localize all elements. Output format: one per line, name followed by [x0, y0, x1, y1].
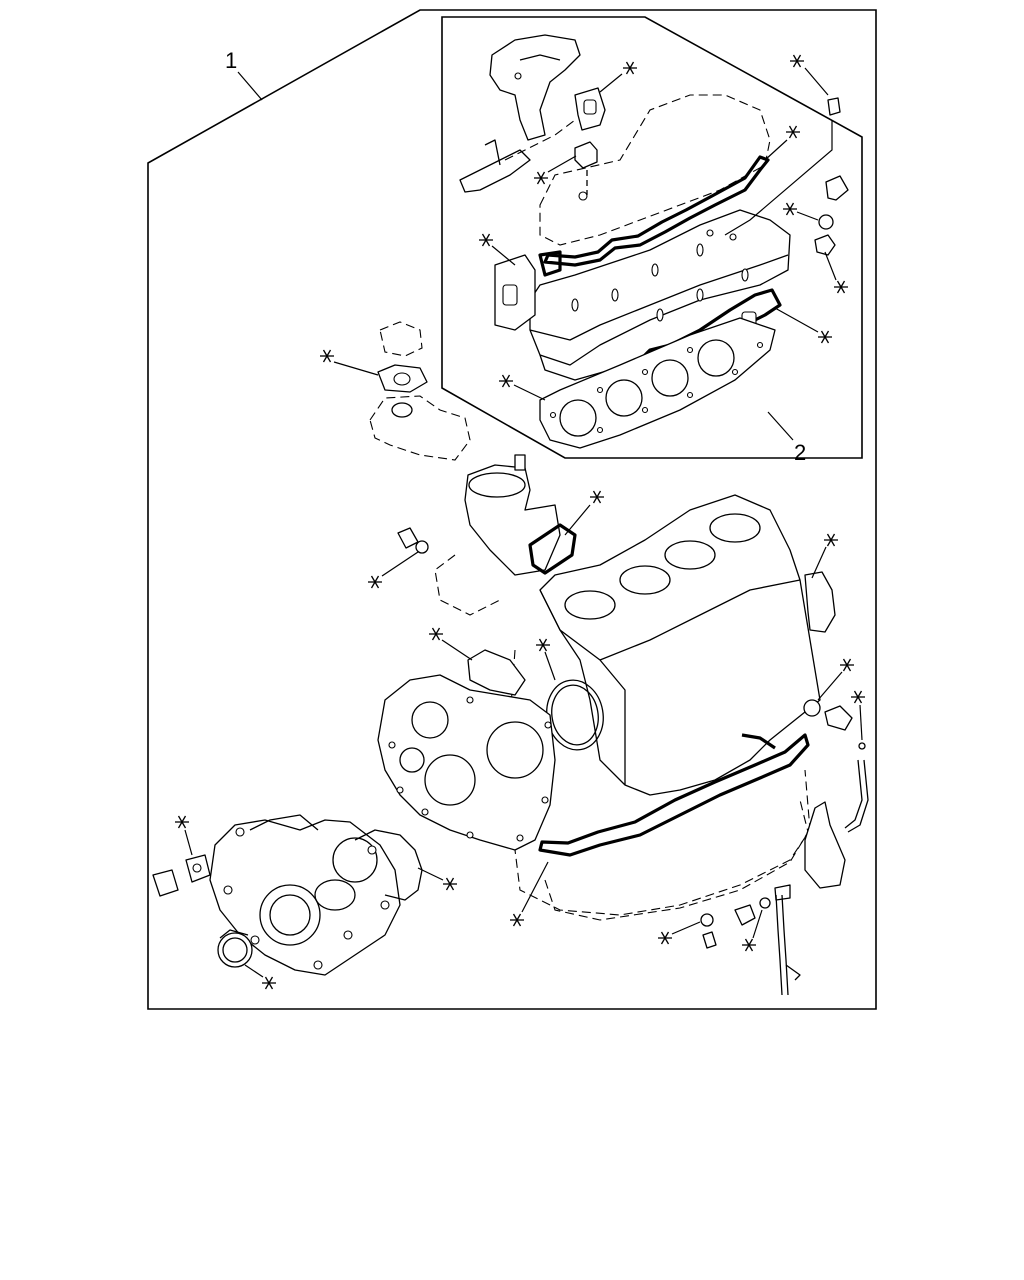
asterisk-icon [622, 61, 638, 75]
cylinder-block [539, 494, 821, 796]
asterisk-icon [478, 233, 494, 247]
oil-drain-plug [702, 931, 717, 949]
drain-bolt [397, 527, 419, 549]
asterisk-icon [174, 815, 190, 829]
asterisk-icon [823, 533, 839, 547]
glow-plug-washer [818, 214, 834, 230]
asterisk-icon [498, 374, 514, 388]
head-plug [814, 234, 836, 256]
breather-pipe [844, 759, 863, 829]
asterisk-icon [839, 658, 855, 672]
asterisk-icon [535, 638, 551, 652]
water-pump-ghost [379, 321, 423, 357]
dipstick-bolt [734, 904, 756, 926]
oil-pan [544, 799, 809, 921]
oil-filter-head [464, 464, 561, 576]
callout-1: 1 [225, 48, 263, 101]
head-stud [827, 97, 841, 116]
kit-2-outline [441, 16, 863, 459]
callout-2: 2 [767, 411, 806, 465]
asterisk-icon [657, 931, 673, 945]
asterisk-icon [319, 349, 335, 363]
drain-bolt-washer [415, 540, 429, 554]
asterisk-icon [817, 330, 833, 344]
rocker-cover [539, 94, 771, 246]
asterisk-icon [850, 690, 866, 704]
oil-pressure-switch [824, 705, 853, 731]
manifold-pipe [459, 149, 531, 193]
callout-2-label: 2 [794, 440, 806, 465]
rocker-cover-gasket [543, 155, 770, 267]
asterisk-icon [833, 280, 849, 294]
rear-oil-seal [804, 571, 836, 633]
asterisk-icon [442, 877, 458, 891]
dipstick-guide [775, 894, 783, 996]
injection-nozzle [804, 801, 846, 889]
asterisk-icon [741, 938, 757, 952]
oil-drain-washer [700, 913, 714, 927]
cover-plate [152, 869, 179, 897]
asterisk-icon [589, 490, 605, 504]
head-gasket [539, 317, 776, 449]
kit-1-outline [147, 9, 877, 1010]
intake-manifold [489, 34, 581, 141]
timing-cover-gasket [354, 829, 423, 901]
oil-pan-gasket [538, 733, 810, 857]
asterisk-icon [789, 54, 805, 68]
oil-switch-washer [803, 699, 821, 717]
asterisk-icon [509, 913, 525, 927]
asterisk-icon [367, 575, 383, 589]
asterisk-icon [785, 125, 801, 139]
asterisk-icon [428, 627, 444, 641]
cylinder-head-group [459, 34, 849, 449]
oil-filler-cap [574, 141, 598, 169]
thermostat-housing-ghost [369, 395, 471, 461]
small-plug [858, 742, 866, 750]
gear-case [377, 674, 556, 851]
glow-plug [825, 175, 849, 201]
asterisk-icon [533, 171, 549, 185]
callout-1-label: 1 [225, 48, 237, 73]
asterisk-icon [782, 202, 798, 216]
cylinder-head [529, 209, 791, 366]
oil-filter-gasket [528, 523, 577, 575]
asterisk-icon [261, 976, 277, 990]
gear-case-gasket [467, 649, 526, 696]
dipstick-washer [759, 897, 771, 909]
